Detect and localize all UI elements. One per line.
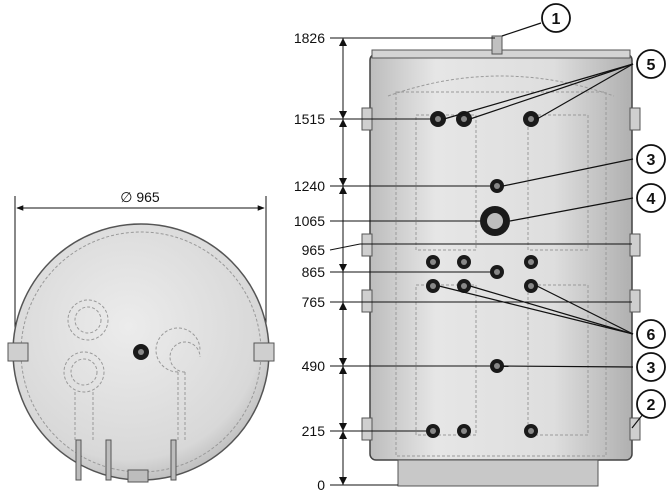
diameter-label: ∅ 965 — [120, 189, 160, 205]
side-view: 1826 1515 1240 1065 965 865 765 490 215 … — [294, 3, 666, 493]
height-label-490: 490 — [302, 358, 326, 374]
callout-2-number: 2 — [647, 397, 656, 414]
height-label-865: 865 — [302, 264, 326, 280]
top-view-nozzle-left — [7, 342, 29, 362]
callout-5-number: 5 — [647, 57, 656, 74]
top-view-center-port-bore — [138, 349, 144, 355]
callout-2: 2 — [636, 389, 666, 419]
height-leaders — [329, 37, 632, 486]
callout-3-upper-number: 3 — [647, 152, 656, 169]
top-pipe — [491, 35, 503, 55]
tank-base-skirt — [397, 459, 599, 487]
callout-1-number: 1 — [552, 11, 561, 28]
height-label-1515: 1515 — [294, 111, 325, 127]
callout-5: 5 — [636, 49, 666, 79]
height-label-215: 215 — [302, 423, 326, 439]
callout-1: 1 — [541, 3, 571, 33]
top-view-coils — [63, 299, 201, 440]
top-view-legs — [75, 439, 177, 483]
height-label-965: 965 — [302, 242, 326, 258]
callout-leaders — [438, 22, 652, 429]
height-label-1826: 1826 — [294, 30, 325, 46]
top-view: ∅ 965 — [7, 189, 275, 483]
callout-3-lower: 3 — [636, 352, 666, 382]
height-label-1240: 1240 — [294, 178, 325, 194]
callout-3-upper: 3 — [636, 144, 666, 174]
top-view-nozzle-right — [253, 342, 275, 362]
height-label-0: 0 — [317, 477, 325, 493]
port-bores — [430, 116, 534, 434]
axis-arrows — [339, 38, 347, 485]
side-view-internals — [387, 75, 615, 457]
height-label-1065: 1065 — [294, 213, 325, 229]
callout-4-number: 4 — [647, 191, 656, 208]
callout-6: 6 — [636, 319, 666, 349]
callout-3-lower-number: 3 — [647, 360, 656, 377]
port-1065-bore — [487, 213, 503, 229]
tank-body — [369, 53, 633, 461]
height-label-765: 765 — [302, 294, 326, 310]
callout-6-number: 6 — [647, 327, 656, 344]
callout-4: 4 — [636, 183, 666, 213]
ports — [426, 111, 539, 438]
